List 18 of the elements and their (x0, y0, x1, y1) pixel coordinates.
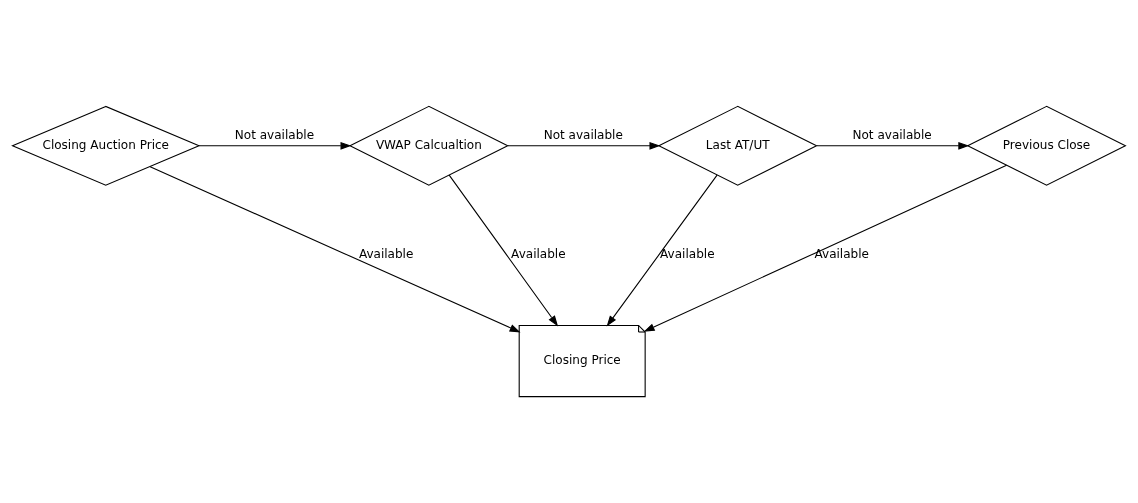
edge-label: Not available (852, 128, 932, 143)
arrow (816, 141, 970, 150)
edge-label: Not available (234, 128, 315, 143)
arrow (606, 174, 718, 327)
edge-label: Not available (543, 128, 623, 143)
node-diamond: Last AT/UT (657, 105, 818, 186)
node-diamond: Closing Auction Price (11, 105, 201, 186)
arrow (149, 166, 521, 333)
arrow (448, 174, 559, 327)
arrow (643, 164, 1008, 332)
edge-label: Available (660, 247, 715, 262)
node-diamond: VWAP Calcualtion (348, 105, 509, 186)
edge-label: Available (511, 247, 566, 262)
edge-label: Available (814, 247, 869, 262)
edge-label: Available (358, 247, 414, 262)
node-diamond: Previous Close (966, 105, 1127, 186)
arrow (507, 141, 661, 150)
arrow (198, 141, 352, 150)
